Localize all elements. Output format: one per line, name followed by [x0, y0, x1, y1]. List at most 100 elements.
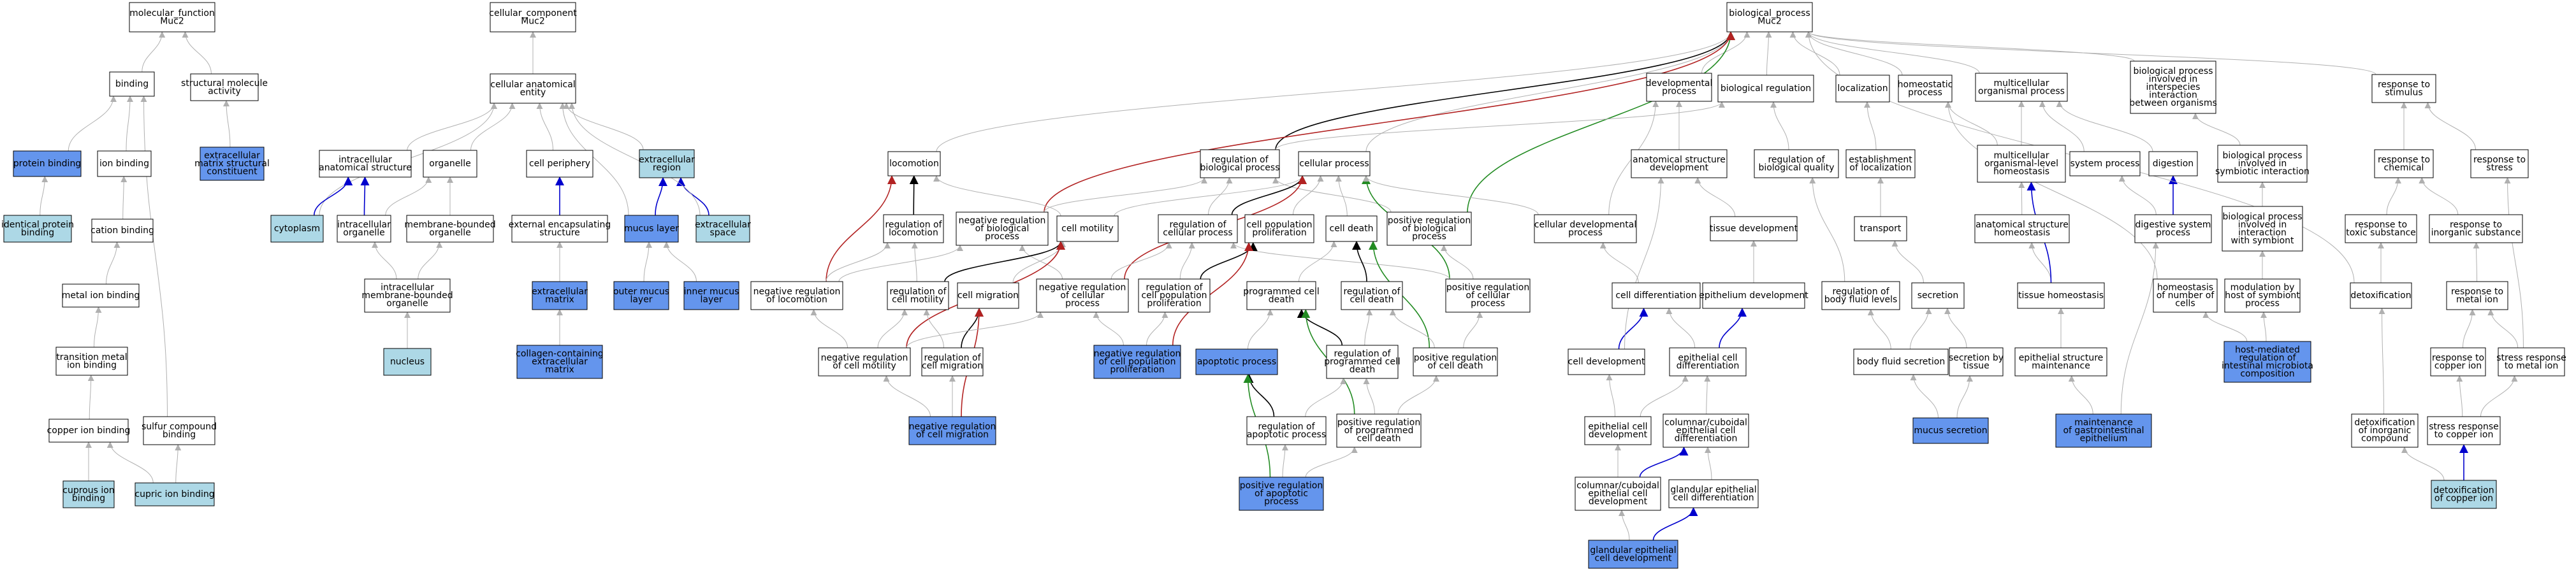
- node-nucleus[interactable]: nucleus: [383, 348, 432, 376]
- node-digestion[interactable]: digestion: [2148, 151, 2198, 176]
- node-protein-binding[interactable]: protein binding: [13, 150, 82, 177]
- node-tissue-dev[interactable]: tissue development: [1710, 216, 1798, 241]
- node-binding[interactable]: binding: [109, 71, 155, 97]
- node-cell-motility[interactable]: cell motility: [1056, 215, 1119, 242]
- node-cation[interactable]: cation binding: [91, 219, 154, 243]
- node-cell-migration[interactable]: cell migration: [957, 282, 1019, 309]
- node-periphery[interactable]: cell periphery: [526, 150, 593, 178]
- node-copper-ion-b[interactable]: copper ion binding: [47, 419, 131, 443]
- node-mucus-layer[interactable]: mucus layer: [624, 215, 679, 243]
- node-system-proc[interactable]: system process: [2069, 151, 2141, 176]
- node-body-fluid-sec[interactable]: body fluid secretion: [1853, 348, 1949, 375]
- node-ion-binding[interactable]: ion binding: [97, 150, 152, 177]
- node-locomotion[interactable]: locomotion: [887, 151, 941, 176]
- node-cell-dev[interactable]: cell development: [1568, 348, 1645, 375]
- node-epi-dev[interactable]: epithelium development: [1699, 282, 1808, 309]
- node-organelle[interactable]: organelle: [423, 150, 477, 178]
- node-bio-reg[interactable]: biological regulation: [1717, 75, 1814, 103]
- node-localization[interactable]: localization: [1835, 75, 1890, 103]
- node-cell-death[interactable]: cell death: [1325, 215, 1378, 242]
- node-tissue-homeo[interactable]: tissue homeostasis: [2017, 282, 2105, 309]
- node-cupric[interactable]: cupric ion binding: [135, 482, 215, 506]
- node-cell-proc[interactable]: cellular process: [1298, 151, 1371, 176]
- node-metal[interactable]: metal ion binding: [62, 283, 140, 308]
- node-detox[interactable]: detoxification: [2350, 282, 2412, 309]
- node-apoptotic[interactable]: apoptotic process: [1195, 348, 1278, 375]
- node-secretion[interactable]: secretion: [1911, 282, 1965, 309]
- node-transport[interactable]: transport: [1854, 216, 1907, 241]
